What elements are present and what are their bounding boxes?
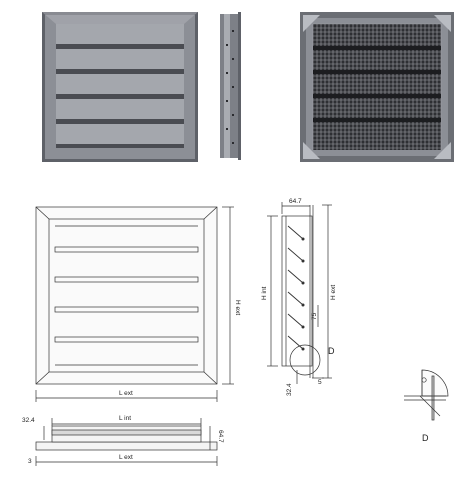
front-elevation-slats: [54, 225, 199, 366]
detail-d-marker: D: [328, 346, 335, 356]
l-ext-label-plan: L ext: [119, 454, 133, 461]
rear-corner-brackets: [303, 15, 451, 159]
rear-louver-band: [313, 46, 441, 50]
plan-view-drawing: [35, 418, 218, 466]
dim-3-label: 3: [28, 458, 32, 465]
rear-louver-band: [313, 70, 441, 74]
h-ext-label-side: H ext: [330, 285, 337, 300]
dim-32-4-plan: 32.4: [22, 417, 35, 424]
dim-32-4-side: 32.4: [286, 383, 293, 396]
rear-louver-band: [313, 94, 441, 98]
render-louver-slats: [56, 24, 184, 148]
rear-mesh-grid: [312, 23, 442, 150]
rear-render-view: [300, 12, 454, 162]
l-ext-label: L ext: [119, 390, 133, 397]
front-elevation-drawing: [35, 206, 234, 402]
l-int-label: L int: [119, 415, 131, 422]
side-render-view: [220, 12, 241, 160]
dim-64-7-side: 64.7: [289, 198, 302, 205]
dim-64-7-plan: 64.7: [217, 430, 224, 443]
detail-d-drawing: [404, 369, 449, 421]
detail-d-title: D: [422, 433, 429, 443]
h-ext-label-front: H ext: [234, 300, 241, 315]
rear-louver-band: [313, 118, 441, 122]
h-int-label: H int: [261, 286, 268, 300]
side-section-drawing: [267, 202, 332, 384]
dim-5-label: 5: [318, 379, 322, 386]
dim-75-label: 75: [311, 312, 318, 320]
front-render-view: [42, 12, 198, 162]
section-blades: [287, 225, 304, 350]
